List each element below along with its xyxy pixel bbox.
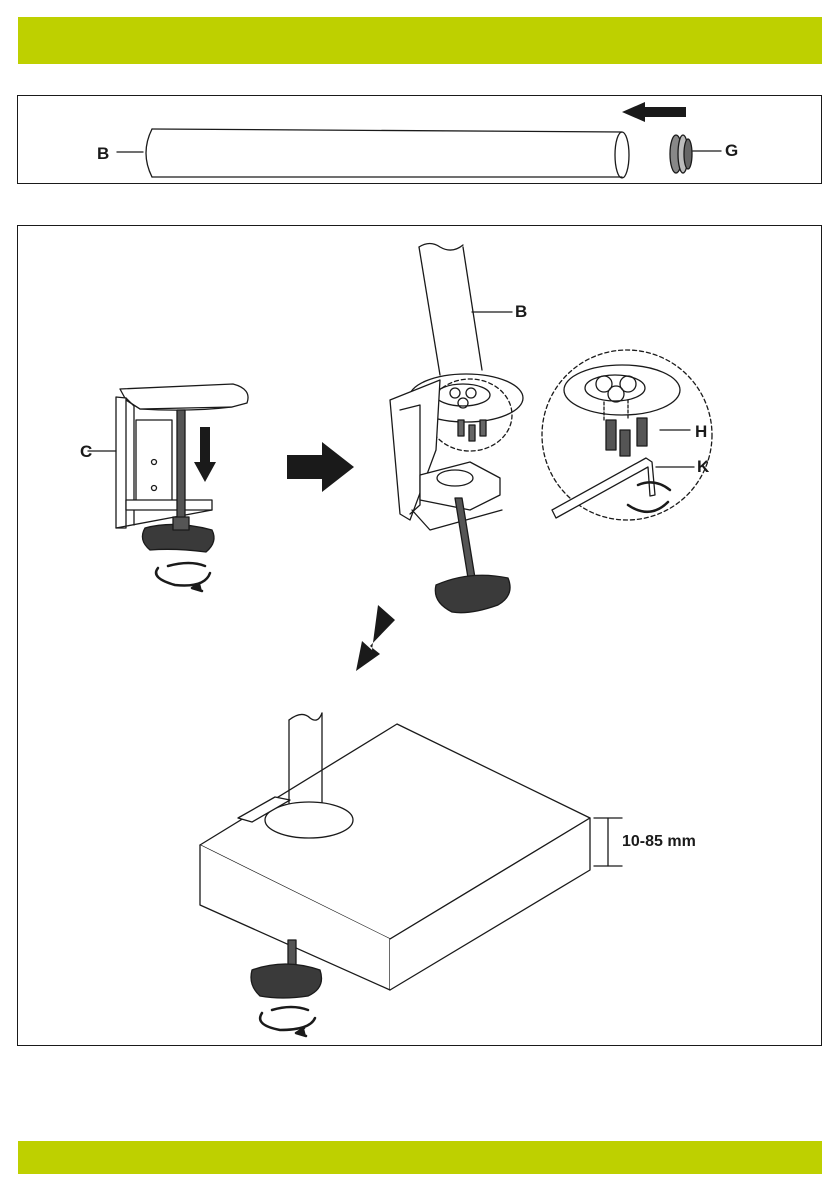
label-key-k: K xyxy=(697,457,710,476)
clamp-drawing xyxy=(88,384,248,552)
end-cap-drawing xyxy=(670,135,721,173)
label-pole-b: B xyxy=(97,144,109,163)
arrow-left-icon xyxy=(622,102,686,122)
label-clamp-c: C xyxy=(80,442,92,461)
label-screws-h: H xyxy=(695,422,707,441)
arrow-right-icon xyxy=(287,442,354,492)
pole-on-clamp-drawing xyxy=(390,244,523,613)
label-cap-g: G xyxy=(725,141,738,160)
rotate-icon xyxy=(156,563,210,591)
pole-drawing-1 xyxy=(117,129,629,178)
desk-thickness-label: 10-85 mm xyxy=(622,833,696,850)
arrow-down-left-icon xyxy=(356,605,395,671)
screw-detail-drawing xyxy=(542,350,712,520)
label-pole-b-2: B xyxy=(515,302,527,321)
arrow-down-icon xyxy=(194,427,216,482)
rotate-icon-2 xyxy=(260,1007,315,1036)
desk-drawing xyxy=(200,713,622,998)
